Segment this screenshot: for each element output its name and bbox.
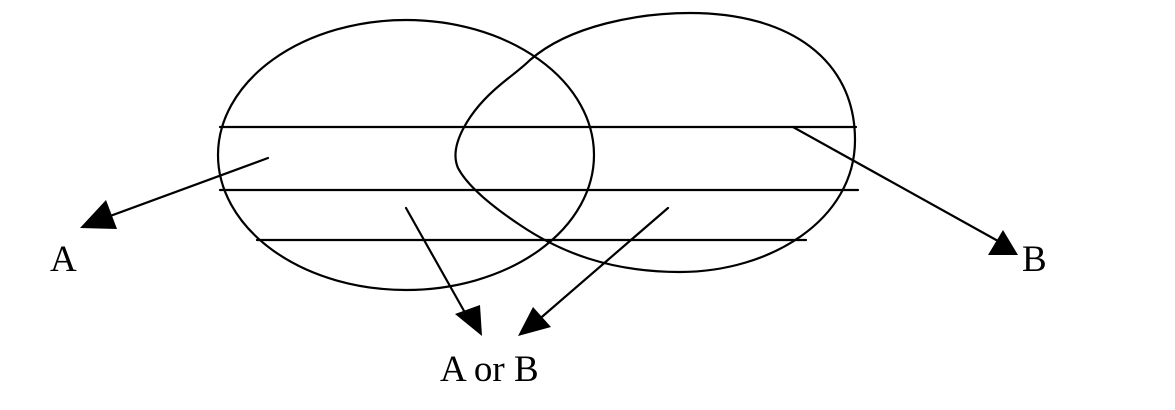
arrow-aorb-left-head [455,305,482,336]
arrow-a-shaft [100,156,270,221]
label-b: B [1022,239,1047,280]
arrow-aorb-left-shaft [404,206,470,320]
set-a-ellipse [216,18,596,292]
arrow-b-head [988,230,1018,255]
label-a: A [50,239,77,280]
label-a-or-b: A or B [440,349,539,390]
arrow-a-head [80,200,117,229]
arrow-aorb-right-head [518,307,551,336]
arrow-aorb-right-shaft [534,206,670,324]
set-b-ellipse [454,11,857,274]
arrow-b-shaft [791,125,1000,243]
